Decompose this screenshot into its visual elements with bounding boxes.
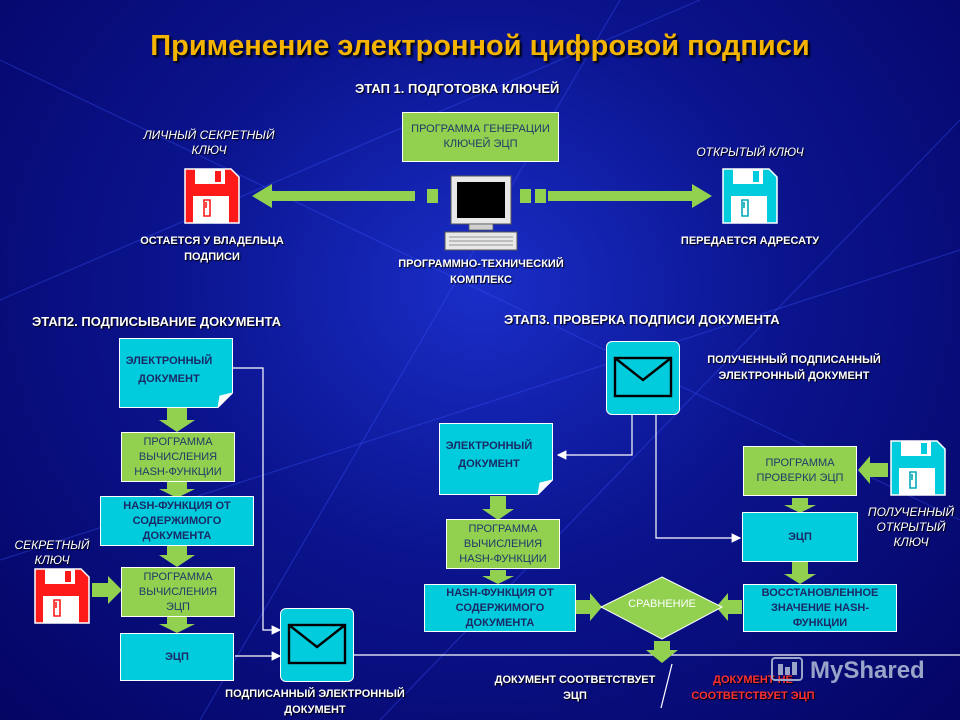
arrow-right-to-public-key (548, 184, 712, 208)
stage3-hash-value: HASH-ФУНКЦИЯ ОТ СОДЕРЖИМОГО ДОКУМЕНТА (424, 584, 576, 632)
watermark-text: MyShared (810, 657, 925, 684)
received-public-key-label: ПОЛУЧЕННЫЙ ОТКРЫТЫЙ КЛЮЧ (867, 505, 955, 549)
arrow-left-to-private-key (252, 184, 415, 208)
public-key-note: ПЕРЕДАЕТСЯ АДРЕСАТУ (680, 235, 820, 247)
stage2-hash-value: HASH-ФУНКЦИЯ ОТ СОДЕРЖИМОГО ДОКУМЕНТА (100, 496, 254, 546)
stage1-heading: ЭТАП 1. ПОДГОТОВКА КЛЮЧЕЙ (355, 81, 560, 96)
public-key-label: ОТКРЫТЫЙ КЛЮЧ (696, 145, 804, 159)
page-title: Применение электронной цифровой подписи (150, 30, 810, 62)
secret-key-floppy-icon (34, 568, 90, 624)
stage3-document-label: ЭЛЕКТРОННЫЙ ДОКУМЕНТ (445, 440, 533, 470)
private-key-label: ЛИЧНЫЙ СЕКРЕТНЫЙ КЛЮЧ (143, 128, 275, 157)
stage2-hash-program: ПРОГРАММА ВЫЧИСЛЕНИЯ HASH-ФУНКЦИИ (121, 432, 235, 482)
received-document-envelope (606, 341, 680, 415)
stage3-signature: ЭЦП (742, 512, 858, 562)
stage2-document: ЭЛЕКТРОННЫЙ ДОКУМЕНТ (119, 338, 233, 408)
signed-document-envelope (280, 608, 354, 682)
stage3-heading: ЭТАП3. ПРОВЕРКА ПОДПИСИ ДОКУМЕНТА (504, 312, 780, 327)
received-public-key-floppy-icon (890, 440, 946, 496)
computer-icon (444, 175, 518, 251)
public-key-floppy-icon (722, 168, 778, 224)
private-key-floppy-icon (184, 168, 240, 224)
envelope-icon (287, 623, 347, 665)
watermark: MyShared (770, 656, 925, 686)
stage2-document-label: ЭЛЕКТРОННЫЙ ДОКУМЕНТ (125, 355, 213, 385)
envelope-icon (613, 356, 673, 398)
stage2-signature: ЭЦП (120, 633, 234, 681)
signed-document-label: ПОДПИСАННЫЙ ЭЛЕКТРОННЫЙ ДОКУМЕНТ (225, 688, 405, 716)
compare-diamond (599, 576, 724, 640)
result-match: ДОКУМЕНТ СООТВЕТСТВУЕТ ЭЦП (494, 674, 656, 702)
key-generator-program: ПРОГРАММА ГЕНЕРАЦИИ КЛЮЧЕЙ ЭЦП (402, 112, 559, 162)
private-key-note: ОСТАЕТСЯ У ВЛАДЕЛЬЦА ПОДПИСИ (140, 235, 284, 263)
stage2-sign-program: ПРОГРАММА ВЫЧИСЛЕНИЯ ЭЦП (121, 567, 235, 617)
stage2-heading: ЭТАП2. ПОДПИСЫВАНИЕ ДОКУМЕНТА (32, 314, 281, 329)
received-document-label: ПОЛУЧЕННЫЙ ПОДПИСАННЫЙ ЭЛЕКТРОННЫЙ ДОКУМ… (707, 354, 881, 382)
restored-hash-value: ВОССТАНОВЛЕННОЕ ЗНАЧЕНИЕ HASH-ФУНКЦИИ (743, 584, 897, 632)
computer-label: ПРОГРАММНО-ТЕХНИЧЕСКИЙ КОМПЛЕКС (398, 258, 564, 286)
secret-key-label: СЕКРЕТНЫЙ КЛЮЧ (14, 538, 90, 567)
stage3-hash-program: ПРОГРАММА ВЫЧИСЛЕНИЯ HASH-ФУНКЦИИ (446, 519, 560, 569)
stage3-document: ЭЛЕКТРОННЫЙ ДОКУМЕНТ (439, 423, 553, 495)
watermark-logo-icon (771, 657, 803, 681)
compare-label: СРАВНЕНИЕ (628, 598, 696, 610)
check-program: ПРОГРАММА ПРОВЕРКИ ЭЦП (743, 446, 857, 496)
